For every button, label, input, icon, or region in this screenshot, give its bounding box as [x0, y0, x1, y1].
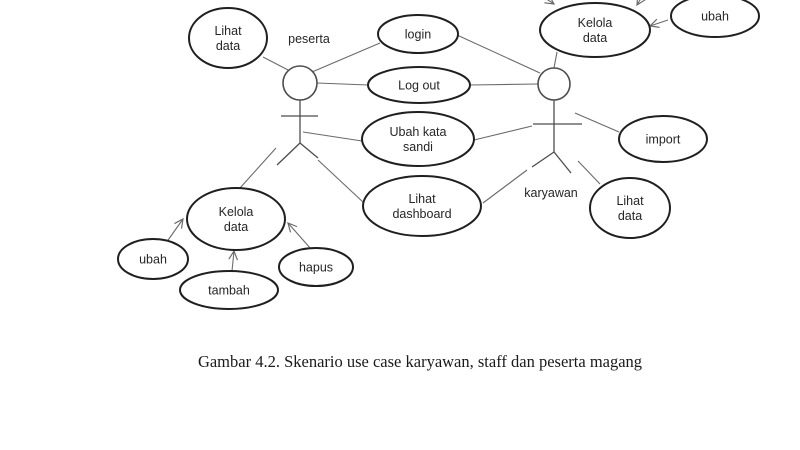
connector-line: [262, 56, 291, 72]
usecase-login: login: [377, 14, 459, 54]
connector-layer: [239, 34, 620, 204]
usecase-ellipse-kelola-data-bottom: [186, 187, 286, 251]
arrow-connector: [165, 217, 184, 244]
usecase-ubah-top-right: ubah: [670, 0, 760, 38]
usecase-label-hapus: hapus: [299, 261, 333, 275]
usecase-ellipse-ubah-top-right: [670, 0, 760, 38]
connector-line: [482, 169, 528, 204]
actor-leg: [531, 151, 555, 168]
usecase-ellipse-lihat-data-top-left: [188, 7, 268, 69]
actor-peserta: peserta: [276, 32, 330, 166]
usecase-label-tambah: tambah: [208, 284, 250, 298]
usecase-label-login: login: [405, 28, 431, 42]
usecase-ellipse-log-out: [367, 66, 471, 104]
actor-label-karyawan: karyawan: [524, 186, 578, 200]
arrow-connector: [544, 0, 556, 5]
usecase-import: import: [618, 115, 708, 163]
usecase-ellipse-kelola-data-top: [539, 2, 651, 58]
actor-leg: [299, 142, 319, 159]
usecase-ellipse-hapus: [278, 247, 354, 287]
connector-line: [456, 34, 541, 74]
usecase-ellipse-login: [377, 14, 459, 54]
usecase-label-ubah-bottom-left: ubah: [139, 253, 167, 267]
connector-line: [577, 160, 601, 185]
figure-caption: Gambar 4.2. Skenario use case karyawan, …: [197, 352, 643, 371]
actor-layer: peserta karyawan: [276, 32, 582, 200]
actor-head: [537, 67, 571, 101]
connector-line: [302, 131, 363, 142]
usecase-label-log-out: Log out: [398, 79, 440, 93]
usecase-log-out: Log out: [367, 66, 471, 104]
usecase-label-import: import: [646, 133, 681, 147]
connector-line: [311, 42, 381, 73]
usecase-ubah-bottom-left: ubah: [117, 238, 189, 280]
usecase-ellipse-ubah-bottom-left: [117, 238, 189, 280]
usecase-hapus: hapus: [278, 247, 354, 287]
actor-label-peserta: peserta: [288, 32, 330, 46]
connector-line: [316, 82, 369, 86]
arrow-connector: [228, 249, 239, 272]
connector-line: [473, 125, 533, 141]
arrow-connector: [648, 18, 669, 28]
usecase-ellipse-tambah: [179, 270, 279, 310]
arrow-connector: [636, 0, 646, 7]
usecase-ellipse-import: [618, 115, 708, 163]
actor-karyawan: karyawan: [524, 67, 582, 200]
actor-leg: [276, 142, 301, 166]
arrow-connector: [287, 222, 312, 250]
usecase-label-ubah-top-right: ubah: [701, 10, 729, 24]
actor-leg: [553, 151, 572, 174]
connector-line: [469, 83, 539, 86]
connector-line: [553, 51, 558, 69]
arrow-layer: [165, 0, 669, 272]
connector-line: [317, 159, 365, 204]
usecase-ellipse-ubah-kata-sandi: [361, 111, 475, 167]
usecase-tambah: tambah: [179, 270, 279, 310]
usecase-ellipse-lihat-dashboard: [362, 175, 482, 237]
connector-line: [574, 112, 620, 133]
usecase-ellipse-lihat-data-right: [589, 177, 671, 239]
actor-head: [282, 65, 318, 101]
connector-line: [239, 147, 277, 189]
